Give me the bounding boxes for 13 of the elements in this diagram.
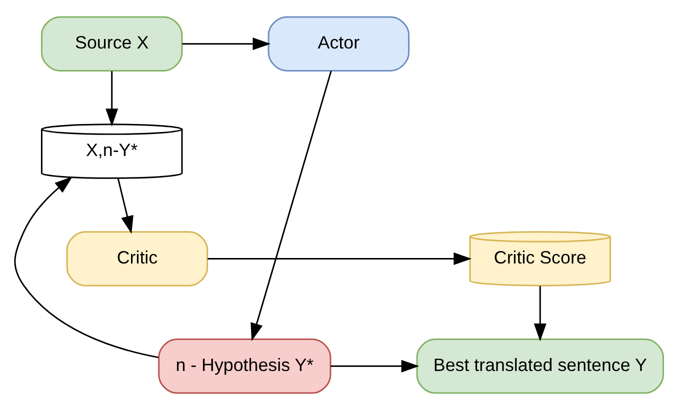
node-box: Best translated sentence Y: [416, 338, 664, 394]
arrow: [106, 71, 118, 127]
arrow: [182, 38, 271, 50]
arrow: [534, 286, 546, 342]
node-box: n - Hypothesis Y*: [158, 338, 332, 394]
arrow: [208, 252, 472, 265]
node-box: Actor: [268, 16, 410, 72]
arrow: [330, 360, 420, 372]
arrow: [250, 70, 332, 342]
arrow: [14, 176, 159, 358]
arrow: [117, 178, 134, 234]
node-box: Source X: [40, 16, 183, 72]
node-box: Critic: [66, 231, 208, 286]
